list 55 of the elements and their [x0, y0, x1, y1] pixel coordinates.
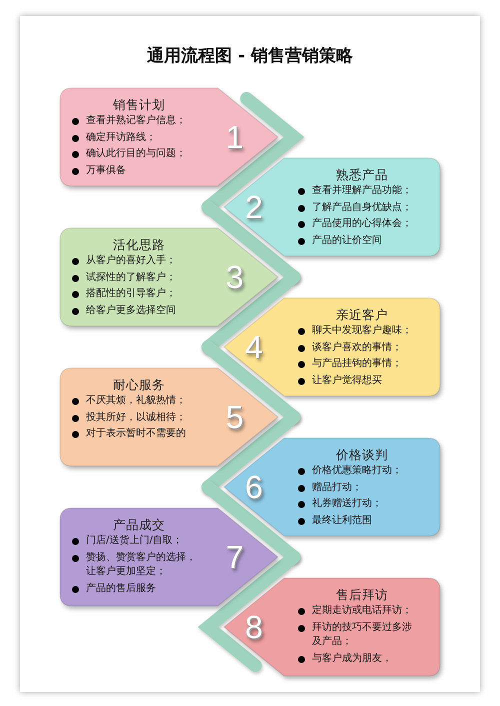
step-number: 6: [245, 471, 263, 503]
bullet-text: 与客户成为朋友，: [312, 652, 392, 666]
zigzag-band: [198, 550, 300, 672]
bullet-text: 查看并理解产品功能；: [312, 184, 412, 198]
bullet-text: 礼券赠送打动；: [312, 497, 382, 511]
bullet-text: 产品的让价空间: [312, 234, 382, 248]
box-heading: 活化思路: [112, 237, 165, 253]
bullet-text: 对于表示暂时不需要的: [86, 427, 186, 441]
bullet-text: 价格优惠策略打动；: [312, 464, 402, 478]
bullet-text: 搭配性的引导客户；: [86, 287, 176, 301]
box-heading: 亲近客户: [336, 307, 388, 323]
bullet-text: 万事俱备: [86, 164, 126, 178]
box-heading: 售后拜访: [336, 587, 388, 603]
bullet-text: 最终让利范围: [312, 514, 372, 528]
bullet-text: 给客户更多选择空间: [86, 304, 176, 318]
box-heading: 产品成交: [112, 517, 165, 533]
title: 通用流程图 - 销售营销策略: [147, 45, 353, 67]
arrow-box: [60, 228, 278, 326]
bullet-text: 谈客户喜欢的事情；: [312, 340, 402, 354]
bullet-text: 拜访的技巧不要过多涉及产品；: [312, 620, 413, 649]
bullet-text: 赠品打动；: [312, 480, 362, 494]
bullet-text: 投其所好，以诚相待；: [86, 410, 186, 424]
box-heading: 销售计划: [112, 97, 165, 113]
step-number: 8: [245, 611, 263, 643]
bullet-text: 与产品挂钩的事情；: [312, 357, 402, 371]
bullet-text: 确定拜访路线；: [86, 130, 156, 144]
step-number: 4: [245, 331, 263, 363]
arrow-box: [60, 368, 278, 466]
box-heading: 价格谈判: [336, 447, 388, 463]
bullet-text: 赞扬、赞赏客户的选择，让客户更加坚定；: [86, 550, 197, 579]
bullet-text: 了解产品自身优缺点；: [312, 200, 412, 214]
step-number: 5: [226, 401, 244, 433]
arrow-box: [224, 578, 440, 676]
arrow-box: [224, 298, 440, 396]
box-heading: 耐心服务: [112, 377, 165, 393]
bullet-text: 定期走访或电话拜访；: [312, 604, 412, 618]
step-number: 2: [245, 191, 263, 223]
bullet-text: 聊天中发现客户趣味；: [312, 324, 412, 338]
bullet-text: 从客户的喜好入手；: [86, 254, 176, 268]
step-number: 1: [226, 121, 244, 153]
bullet-text: 试探性的了解客户；: [86, 270, 176, 284]
bullet-text: 产品使用的心得体会；: [312, 217, 412, 231]
bullet-text: 确认此行目的与问题；: [86, 147, 186, 161]
arrow-box: [224, 158, 440, 256]
bullet-text: 让客户觉得想买: [312, 374, 382, 388]
arrow-box: [60, 508, 278, 606]
bullet-text: 门店/送货上门/自取；: [86, 534, 183, 548]
step-number: 7: [226, 541, 244, 573]
bullet-text: 产品的售后服务: [86, 582, 156, 596]
arrow-box: [60, 88, 278, 186]
step-number: 3: [226, 261, 244, 293]
bullet-text: 查看并熟记客户信息；: [86, 114, 186, 128]
box-heading: 熟悉产品: [336, 167, 388, 183]
arrow-box: [224, 438, 440, 536]
bullet-text: 不厌其烦，礼貌热情；: [86, 394, 186, 408]
